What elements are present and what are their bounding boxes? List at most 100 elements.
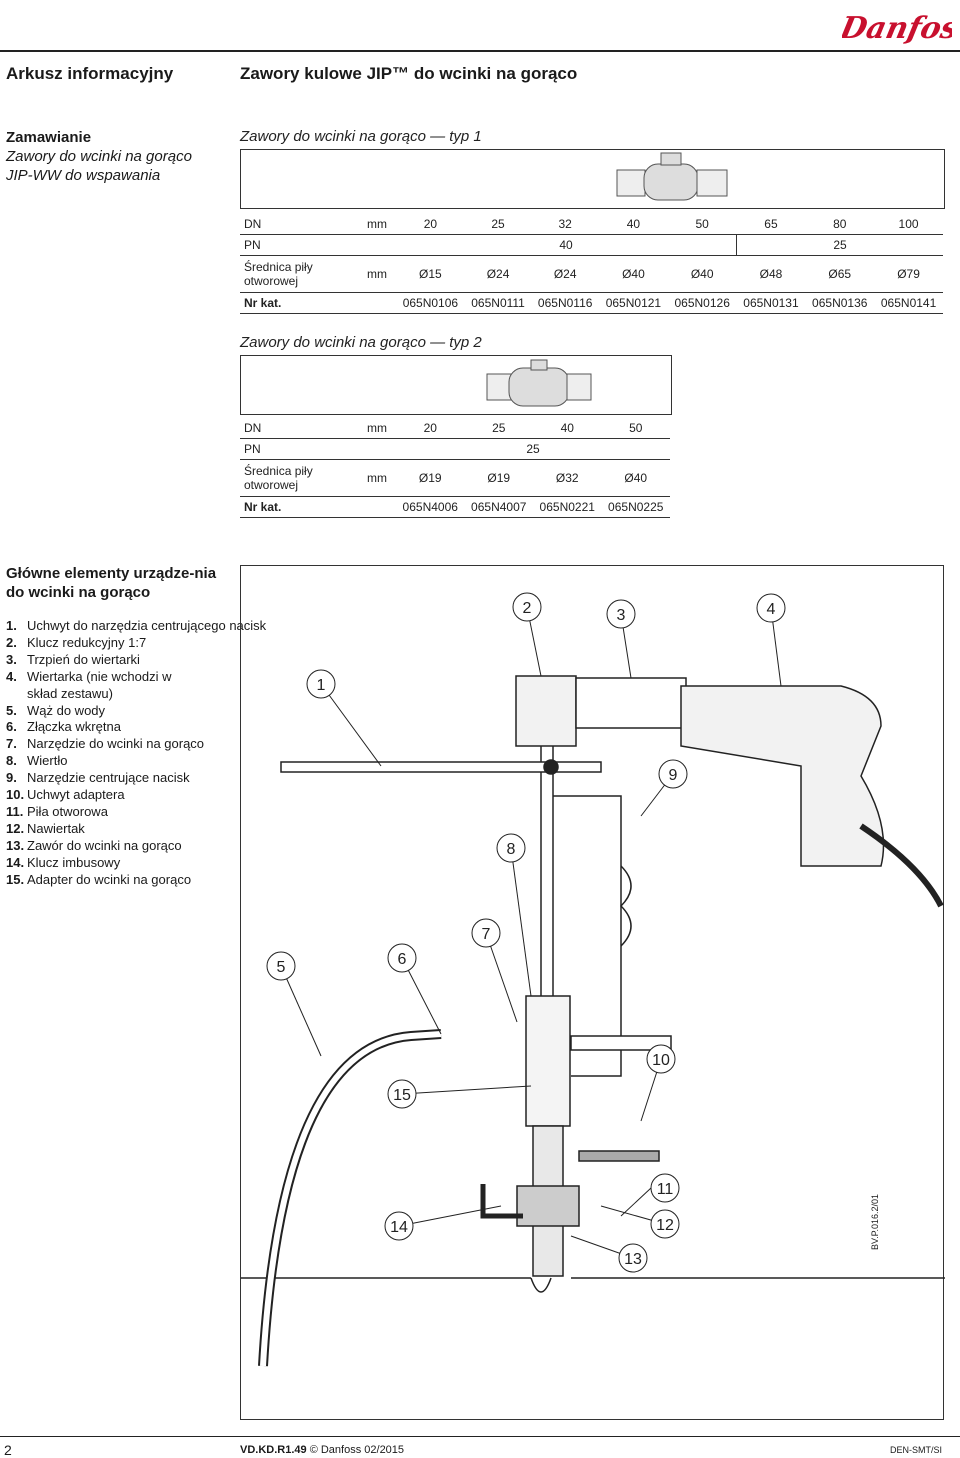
- ordering-line2: JIP-WW do wspawania: [6, 167, 161, 184]
- saw-cell: Ø24: [464, 255, 532, 293]
- nr-cell: 065N4006: [396, 496, 465, 518]
- type1-nr-row: Nr kat. 065N0106 065N0111 065N0116 065N0…: [240, 292, 943, 314]
- list-item: 7.Narzędzie do wcinki na gorąco: [6, 736, 205, 752]
- saw-label: Średnica piły otworowej: [240, 255, 358, 293]
- dn-label: DN: [240, 214, 358, 235]
- svg-text:14: 14: [390, 1219, 408, 1236]
- allen-key: [480, 1184, 523, 1219]
- list-item: 1.Uchwyt do narzędzia centrującego nacis…: [6, 618, 267, 633]
- doc-title: Zawory kulowe JIP™ do wcinki na gorąco: [240, 64, 578, 83]
- callout-7: 7: [471, 918, 501, 948]
- nr-cell: 065N4007: [464, 496, 533, 518]
- adapter-handle: [578, 1150, 660, 1162]
- valve-type2-illustration: [486, 359, 592, 407]
- svg-text:1: 1: [317, 677, 326, 694]
- type2-saw-row: Średnica piły otworowej mm Ø19 Ø19 Ø32 Ø…: [240, 459, 670, 497]
- type1-spec-table: DN mm 20 25 32 40 50 65 80 100 PN 40 25 …: [240, 214, 943, 314]
- tool-drawing: [241, 606, 945, 1367]
- tool-handle: [280, 761, 602, 773]
- svg-text:10: 10: [652, 1052, 670, 1069]
- list-item: 6.Złączka wkrętna: [6, 719, 121, 735]
- nr-cell: 065N0111: [464, 292, 532, 314]
- reduction-gear: [515, 675, 577, 747]
- nr-cell: 065N0121: [599, 292, 668, 314]
- pn-label: PN: [240, 234, 358, 256]
- hot-tapping-diagram: 1 2 3 4 5 6 7 8 9 10 11 12 13 14 15: [240, 565, 945, 1420]
- type2-image-frame: [240, 355, 672, 415]
- list-item: 5.Wąż do wody: [6, 702, 106, 718]
- list-item: 11.Piła otworowa: [6, 803, 108, 819]
- dn-cell: 40: [533, 418, 602, 439]
- svg-text:8: 8: [507, 841, 516, 858]
- callout-13: 13: [618, 1243, 648, 1273]
- list-item: 15.Adapter do wcinki na gorąco: [6, 871, 192, 887]
- list-item: 10.Uchwyt adaptera: [6, 787, 125, 803]
- type1-pn-row: PN 40 25: [240, 234, 943, 256]
- type1-dn-row: DN mm 20 25 32 40 50 65 80 100: [240, 214, 943, 235]
- dn-cell: 40: [599, 214, 668, 235]
- pn-cell: 25: [736, 234, 943, 256]
- saw-cell: Ø40: [601, 459, 670, 497]
- valve-ball: [516, 1185, 580, 1227]
- saw-cell: Ø32: [533, 459, 602, 497]
- nr-cell: 065N0136: [805, 292, 875, 314]
- list-item: 13.Zawór do wcinki na gorąco: [6, 837, 182, 853]
- type1-image-frame: [240, 149, 945, 209]
- drill-machine: [680, 685, 885, 867]
- danfoss-logo: Danfoss: [842, 11, 952, 46]
- ordering-title: Zamawianie: [6, 129, 92, 146]
- footer-rule: [0, 1436, 960, 1437]
- dn-cell: 25: [464, 418, 533, 439]
- type2-pn-row: PN 25: [240, 438, 670, 460]
- nr-cell: 065N0141: [874, 292, 943, 314]
- svg-text:6: 6: [398, 951, 407, 968]
- dn-cell: 20: [396, 214, 465, 235]
- saw-cell: Ø40: [599, 255, 668, 293]
- type2-nr-row: Nr kat. 065N4006 065N4007 065N0221 065N0…: [240, 496, 670, 518]
- list-item: 9.Narzędzie centrujące nacisk: [6, 770, 190, 786]
- dn-cell: 100: [874, 214, 943, 235]
- callout-9: 9: [658, 759, 688, 789]
- callout-11: 11: [650, 1173, 680, 1203]
- svg-text:12: 12: [656, 1217, 674, 1234]
- svg-text:Danfoss: Danfoss: [842, 11, 952, 46]
- svg-text:5: 5: [277, 959, 286, 976]
- callout-14: 14: [384, 1211, 414, 1241]
- callout-15: 15: [387, 1079, 417, 1109]
- dn-cell: 50: [667, 214, 737, 235]
- type2-title: Zawory do wcinki na gorąco — typ 2: [240, 334, 482, 351]
- dn-cell: 25: [464, 214, 532, 235]
- dn-cell: 20: [396, 418, 465, 439]
- footer-dept: DEN-SMT/SI: [890, 1445, 943, 1455]
- valve-type1-illustration: [616, 152, 728, 201]
- callout-3: 3: [606, 599, 636, 629]
- list-item: 12.Nawiertak: [6, 820, 85, 836]
- saw-cell: Ø65: [805, 255, 875, 293]
- svg-text:4: 4: [767, 601, 776, 618]
- svg-text:7: 7: [482, 926, 491, 943]
- callout-12: 12: [650, 1209, 680, 1239]
- ordering-heading: Zamawianie Zawory do wcinki na gorąco JI…: [6, 128, 192, 185]
- type1-saw-row: Średnica piły otworowej mm Ø15 Ø24 Ø24 Ø…: [240, 255, 943, 293]
- callout-6: 6: [387, 943, 417, 973]
- nr-cell: 065N0225: [601, 496, 670, 518]
- unit: mm: [358, 255, 396, 293]
- pn-label: PN: [240, 438, 358, 460]
- footer-doc: VD.KD.R1.49 © Danfoss 02/2015: [240, 1444, 405, 1456]
- tool-body: [525, 995, 571, 1127]
- header-rule: [0, 50, 960, 52]
- list-item: 3.Trzpień do wiertarki: [6, 651, 140, 667]
- centering-frame: [553, 795, 622, 1077]
- nr-label: Nr kat.: [240, 292, 358, 314]
- saw-cell: Ø15: [396, 255, 465, 293]
- list-item: 4.Wiertarka (nie wchodzi w skład zestawu…: [6, 668, 172, 701]
- type2-dn-row: DN mm 20 25 40 50: [240, 418, 670, 439]
- svg-text:15: 15: [393, 1087, 411, 1104]
- dn-cell: 80: [805, 214, 875, 235]
- callout-layer: 1 2 3 4 5 6 7 8 9 10 11 12 13 14 15: [266, 592, 786, 1273]
- dn-cell: 32: [531, 214, 600, 235]
- pn-cell: 25: [396, 438, 670, 460]
- page-number: 2: [4, 1442, 12, 1458]
- list-item: 14.Klucz imbusowy: [6, 854, 121, 870]
- svg-text:11: 11: [657, 1181, 674, 1198]
